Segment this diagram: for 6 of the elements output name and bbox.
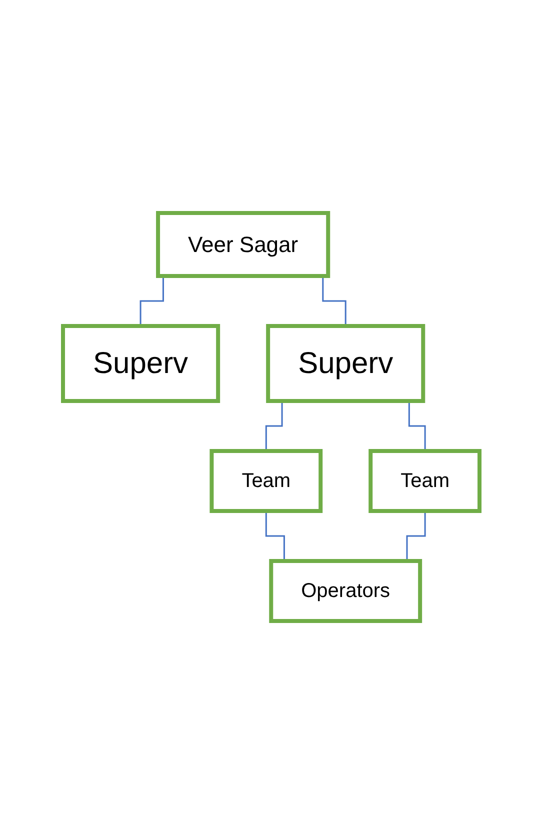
- node-box: Veer Sagar: [156, 211, 330, 278]
- node-box: Operators: [268, 559, 422, 623]
- node-box: Superv: [266, 324, 425, 403]
- node-box: Team: [368, 449, 482, 513]
- node-box: Team: [209, 449, 322, 513]
- node-box: Superv: [60, 324, 220, 403]
